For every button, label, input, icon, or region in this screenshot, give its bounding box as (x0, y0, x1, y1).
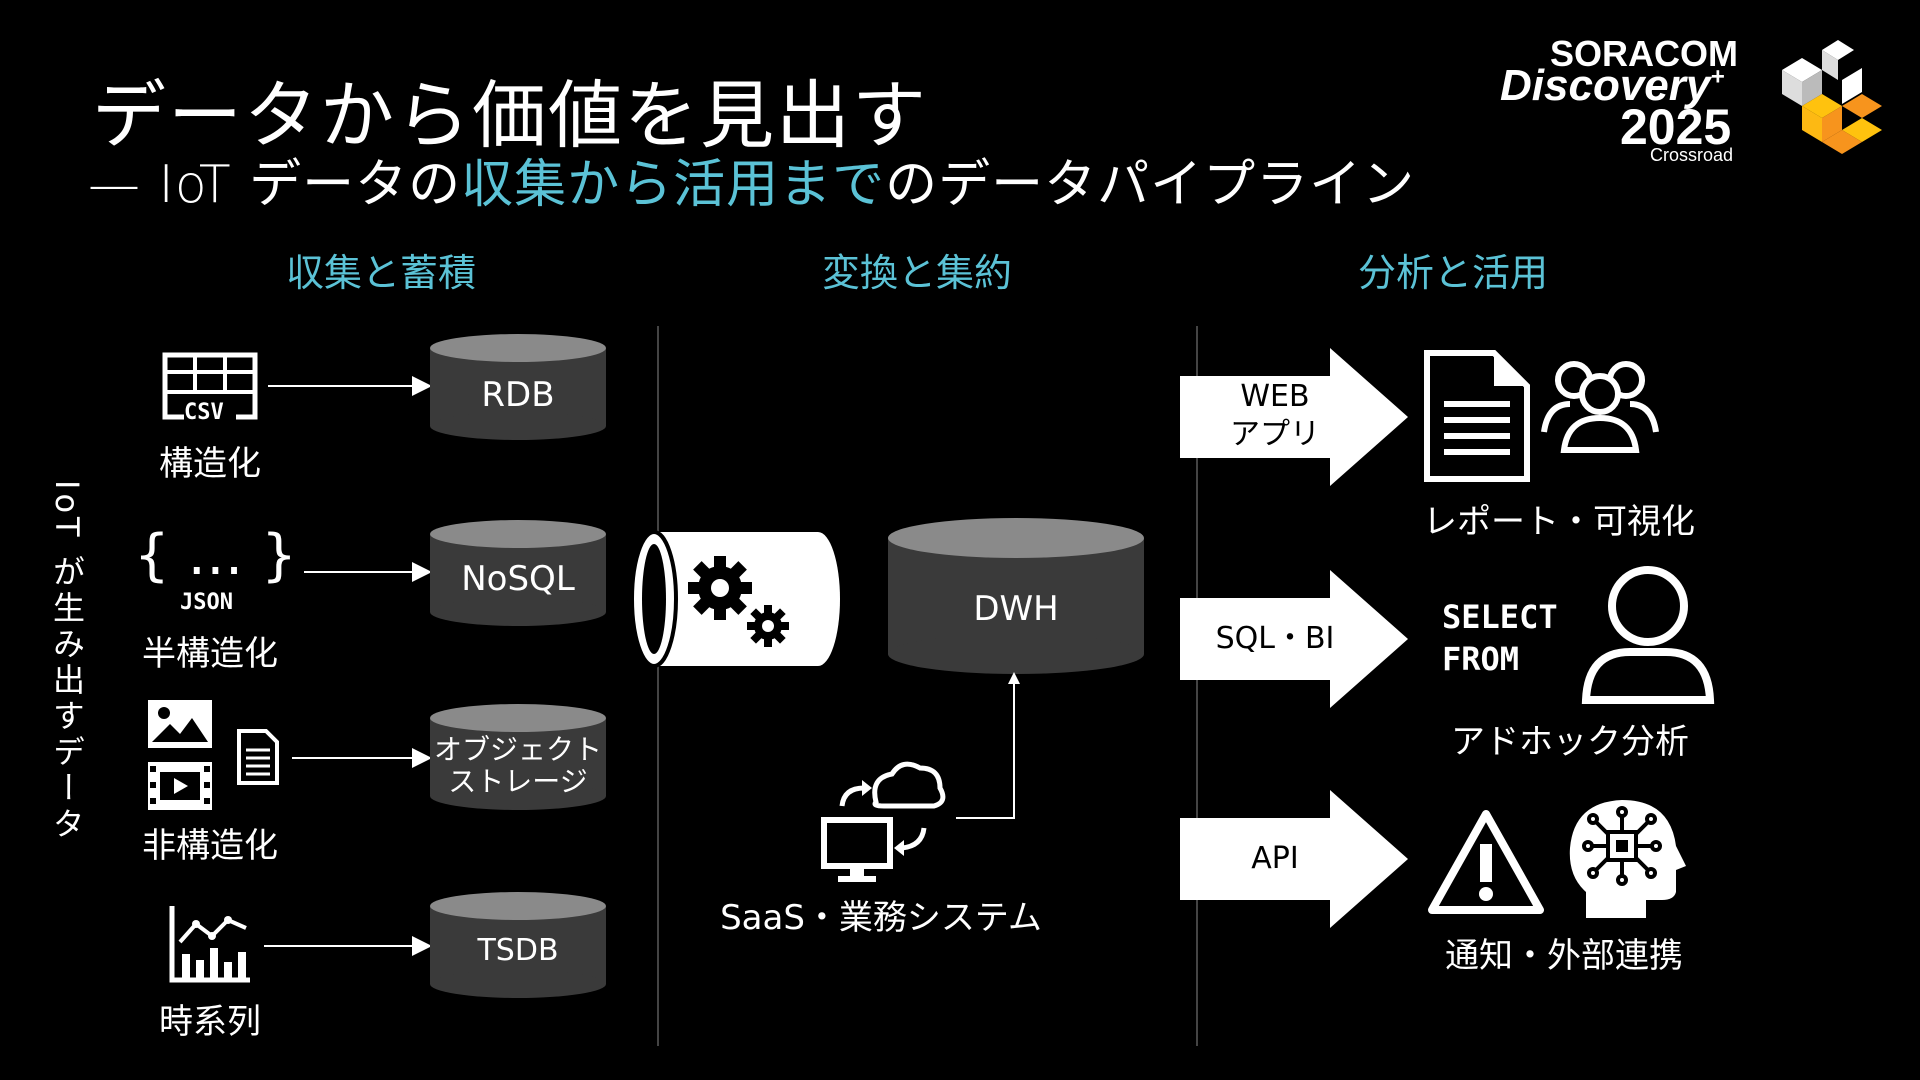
subtitle-suffix: のデータパイプライン (885, 155, 1416, 215)
sql-query-line2: FROM (1442, 640, 1520, 678)
cylinder-object-storage (430, 704, 606, 810)
divider-right (1196, 326, 1198, 1046)
page-title: データから価値を見出す (92, 73, 928, 159)
label-report: レポート・可視化 (1423, 502, 1695, 542)
arrow-web (1180, 348, 1408, 486)
video-icon (148, 762, 212, 810)
ai-head-icon (1569, 800, 1686, 918)
section-collect: 収集と蓄積 (286, 251, 477, 295)
subtitle-prefix: — IoT データの (88, 155, 462, 215)
users-group-icon (1541, 361, 1659, 453)
csv-table-icon (162, 352, 258, 422)
page-subtitle: — IoT データの収集から活用までのデータパイプライン (88, 142, 1415, 217)
cylinder-dwh (888, 518, 1144, 674)
label-notification: 通知・外部連携 (1445, 936, 1683, 976)
warning-icon (1428, 810, 1544, 914)
json-braces-icon: { … } (134, 523, 297, 588)
label-unstructured: 非構造化 (142, 826, 278, 866)
cylinder-tsdb (430, 892, 606, 998)
json-icon-text: JSON (180, 590, 233, 615)
logo-plus: + (1710, 63, 1725, 91)
report-document-icon (1424, 350, 1530, 482)
logo-top-text: SORACOM (1550, 33, 1738, 74)
arrow-api (1180, 790, 1408, 928)
cylinder-nosql (430, 520, 606, 626)
saas-cloud-sync-icon (821, 761, 946, 882)
cylinder-object-storage-label: オブジェクト ストレージ (433, 733, 602, 799)
sql-query-line1: SELECT (1442, 598, 1558, 636)
arrow-web-label: WEB アプリ (1230, 379, 1320, 452)
document-icon (237, 729, 279, 785)
arrow-sql-label: SQL・BI (1215, 621, 1335, 656)
label-structured: 構造化 (159, 444, 261, 484)
saas-to-dwh-arrow (956, 672, 1020, 819)
soracom-discovery-logo: SORACOM Discovery+ 2025 Crossroad (1490, 36, 1900, 166)
image-icon (148, 700, 212, 748)
side-label: IoT が生み出すデータ (48, 480, 86, 843)
logo-main: Discovery (1500, 61, 1711, 110)
cylinder-tsdb-label: TSDB (477, 933, 559, 968)
timeseries-chart-icon (169, 906, 250, 983)
cylinder-rdb (430, 334, 606, 440)
section-analyze: 分析と活用 (1358, 251, 1549, 295)
user-icon (1581, 566, 1715, 704)
cylinder-nosql-label: NoSQL (461, 559, 575, 599)
logo-year-text: 2025 (1620, 99, 1732, 155)
label-timeseries: 時系列 (159, 1002, 261, 1042)
label-semi-structured: 半構造化 (142, 634, 278, 674)
arrow-sql (1180, 570, 1408, 708)
section-transform: 変換と集約 (822, 251, 1013, 295)
pipeline-gears-icon (630, 530, 840, 668)
logo-sub-text: Crossroad (1650, 145, 1734, 165)
divider-left (657, 326, 659, 1046)
cylinder-dwh-label: DWH (973, 589, 1059, 629)
subtitle-highlight: 収集から活用まで (461, 155, 886, 215)
csv-icon-text: CSV (184, 400, 224, 425)
connectors-left (264, 376, 432, 956)
label-saas: SaaS・業務システム (720, 898, 1042, 938)
logo-main-text: Discovery+ (1500, 64, 1724, 108)
cylinder-rdb-label: RDB (481, 375, 555, 415)
label-adhoc: アドホック分析 (1451, 722, 1689, 762)
arrow-api-label: API (1251, 841, 1299, 876)
logo-mark-icon (1782, 40, 1882, 154)
